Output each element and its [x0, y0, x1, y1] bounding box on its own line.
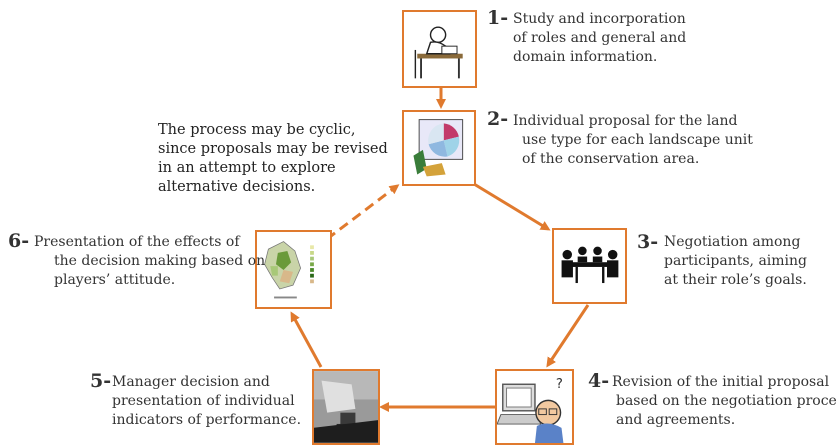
step-3-description: Negotiation among participants, aiming a…	[664, 233, 807, 290]
step-2-description: Individual proposal for the land use typ…	[513, 112, 753, 169]
note-line: in an attempt to explore	[158, 160, 336, 176]
step-5-line: presentation of individual	[112, 393, 295, 409]
step-5-box	[312, 369, 380, 445]
step-2-number: 2-	[487, 108, 509, 130]
step-1-line: of roles and general and	[513, 30, 687, 46]
arrow-6-to-2-dashed	[326, 184, 400, 241]
step-4-description: Revision of the initial proposal based o…	[612, 373, 837, 430]
step-6-line: Presentation of the effects of	[34, 234, 240, 250]
step-1-line: domain information.	[513, 49, 658, 65]
chart-proposal-icon	[413, 119, 464, 177]
step-1-box	[402, 10, 477, 88]
step-6-box	[255, 230, 332, 309]
arrow-3-to-4	[546, 304, 590, 368]
step-3-line: Negotiation among	[664, 234, 801, 250]
step-4-box: ?	[495, 369, 574, 445]
svg-text:?: ?	[556, 377, 563, 392]
step-1-description: Study and incorporation of roles and gen…	[513, 10, 686, 67]
step-4-line: and agreements.	[616, 412, 736, 428]
step-4-line: based on the negotiation process	[616, 393, 837, 409]
note-line: alternative decisions.	[158, 179, 316, 195]
step-6-number: 6-	[8, 230, 30, 252]
person-studying-icon	[414, 26, 463, 79]
step-5-number: 5-	[90, 370, 112, 392]
step-2-line: Individual proposal for the land	[513, 113, 738, 129]
computer-revision-icon: ?	[497, 377, 564, 443]
gavel-decision-icon	[314, 371, 378, 443]
step-3-box	[552, 228, 627, 304]
cyclic-process-note: The process may be cyclic, since proposa…	[158, 121, 388, 197]
step-3-number: 3-	[637, 231, 659, 253]
step-1-number: 1-	[487, 7, 509, 29]
step-1-line: Study and incorporation	[513, 11, 686, 27]
meeting-icon	[561, 246, 619, 284]
step-4-line: Revision of the initial proposal	[612, 374, 830, 390]
step-3-line: at their role’s goals.	[664, 272, 807, 288]
step-5-description: Manager decision and presentation of ind…	[112, 373, 301, 430]
step-6-description: Presentation of the effects of the decis…	[34, 233, 265, 290]
step-6-line: players’ attitude.	[54, 272, 176, 288]
step-2-box	[402, 110, 476, 186]
step-5-line: Manager decision and	[112, 374, 270, 390]
arrow-5-to-6	[290, 311, 323, 368]
step-2-line: use type for each landscape unit	[522, 132, 753, 148]
note-line: The process may be cyclic,	[158, 122, 356, 138]
map-effects-icon	[264, 241, 314, 299]
step-3-line: participants, aiming	[664, 253, 808, 269]
note-line: since proposals may be revised	[158, 141, 388, 157]
step-2-line: of the conservation area.	[522, 151, 700, 167]
arrow-2-to-3	[473, 182, 551, 231]
step-4-number: 4-	[588, 370, 610, 392]
step-5-line: indicators of performance.	[112, 412, 302, 428]
step-6-line: the decision making based on	[54, 253, 266, 269]
